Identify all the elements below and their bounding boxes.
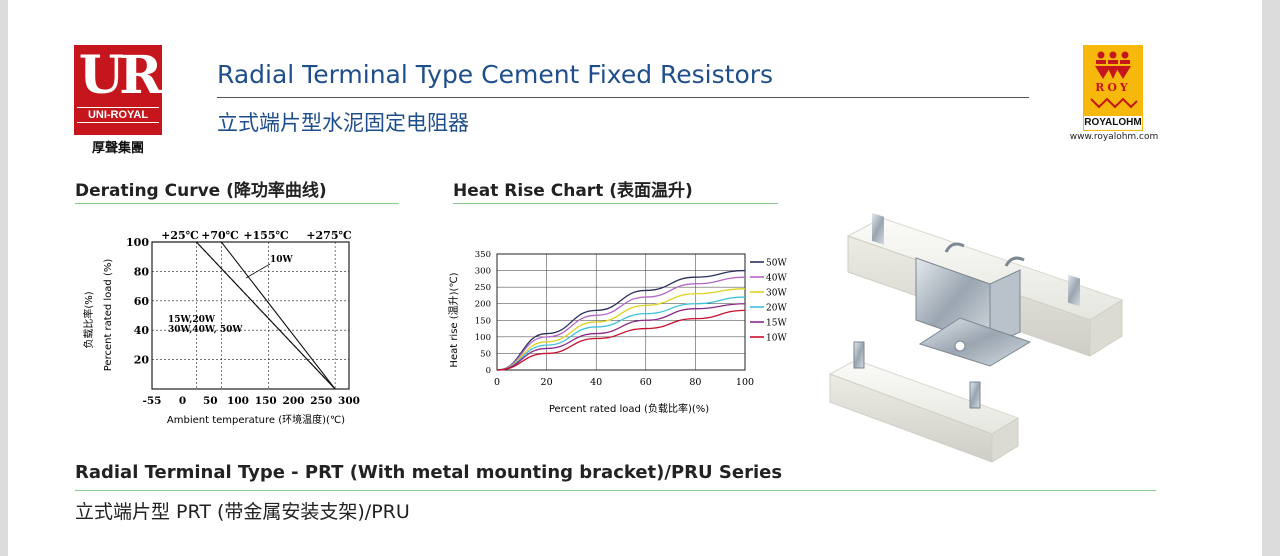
derating-y-tick-label: 100	[126, 236, 149, 249]
prt-section-heading-zh-text: 立式端片型 PRT (带金属安装支架)/PRU	[75, 501, 410, 523]
derating-heading-rule	[75, 203, 399, 204]
heat-rise-series-line	[496, 303, 746, 371]
derating-top-label-70: +70℃	[201, 229, 239, 242]
heat-rise-y-tick-label: 250	[475, 283, 491, 293]
heat-rise-legend: 50W 40W 30W 20W 15W 10W	[750, 259, 787, 344]
derating-top-label-155: +155℃	[243, 229, 288, 242]
derating-x-tick-label: 100	[227, 395, 249, 407]
heat-rise-heading: Heat Rise Chart (表面温升)	[453, 181, 693, 201]
derating-label-15w-20w: 15W,20W	[168, 315, 216, 325]
heat-rise-y-tick-label: 300	[475, 267, 491, 277]
derating-top-label-275: +275℃	[306, 229, 351, 242]
crown-icon	[1090, 51, 1138, 109]
derating-label-leader	[245, 263, 271, 279]
heat-rise-x-label: Percent rated load (负载比率)(%)	[549, 402, 709, 415]
royalohm-logo-mark: ROY	[1095, 81, 1131, 94]
heat-rise-y-tick-label: 100	[475, 333, 491, 343]
uni-royal-logo-letters: UR	[78, 45, 163, 106]
derating-label-30w-50w: 30W,40W, 50W	[168, 325, 243, 335]
uni-royal-logo: UR UNI-ROYAL 厚聲集團	[74, 45, 163, 156]
heat-rise-ticks: 0 50 100 150 200 250 300 350 0 20 40 60 80 100	[475, 250, 754, 388]
prt-section-heading-zh: 立式端片型 PRT (带金属安装支架)/PRU	[75, 497, 410, 524]
heat-rise-y-tick-label: 0	[486, 366, 491, 376]
heat-rise-legend-label: 15W	[766, 319, 787, 329]
derating-y-tick-label: 20	[134, 354, 150, 367]
heat-rise-lines	[496, 269, 746, 371]
heat-rise-plot-frame	[496, 253, 746, 371]
derating-x-tick-label: -55	[143, 395, 162, 407]
heat-rise-series-line	[496, 296, 746, 371]
heat-rise-y-tick-label: 50	[480, 349, 491, 359]
derating-curve-heading: Derating Curve (降功率曲线)	[75, 181, 327, 201]
heat-rise-series-line	[496, 309, 746, 371]
derating-y-tick-label: 80	[134, 265, 150, 278]
heat-rise-y-tick-label: 350	[475, 250, 491, 260]
derating-y-tick-label: 40	[134, 324, 150, 337]
derating-label-10w: 10W	[270, 255, 294, 265]
heat-rise-x-tick-label: 60	[640, 377, 652, 388]
heat-rise-y-label: Heat rise (温升)(℃)	[448, 272, 460, 367]
derating-x-tick-label: 50	[203, 395, 218, 407]
heat-rise-series-line	[496, 288, 746, 371]
heat-rise-legend-label: 30W	[766, 289, 787, 299]
derating-x-tick-label: 0	[179, 395, 186, 407]
page-title-english: Radial Terminal Type Cement Fixed Resist…	[217, 60, 774, 89]
heat-rise-x-tick-label: 40	[590, 377, 602, 388]
title-divider	[217, 97, 1029, 98]
heat-rise-legend-label: 50W	[766, 259, 787, 269]
derating-y-label-en: Percent rated load (%)	[103, 259, 114, 372]
royalohm-website[interactable]: www.royalohm.com	[1069, 132, 1159, 142]
derating-grid	[152, 242, 349, 389]
heat-rise-series-line	[496, 276, 746, 371]
derating-x-label: Ambient temperature (环境温度)(℃)	[167, 413, 345, 426]
heat-rise-chart: 0 50 100 150 200 250 300 350 0 20 40 60 80 100 50W 40W…	[448, 250, 787, 415]
derating-x-tick-label: 150	[255, 395, 277, 407]
prt-section-rule	[75, 490, 1156, 491]
uni-royal-logo-background	[74, 45, 162, 135]
pru-resistor	[828, 341, 1020, 463]
page-frame-right	[1262, 0, 1280, 556]
heat-rise-legend-label: 40W	[766, 274, 787, 284]
page-frame-left	[0, 0, 8, 556]
heat-rise-y-tick-label: 200	[475, 300, 491, 310]
resistor-product-photo	[828, 212, 1124, 463]
uni-royal-logo-brand: UNI-ROYAL	[77, 107, 159, 123]
page-title-chinese: 立式端片型水泥固定电阻器	[217, 111, 469, 135]
derating-y-label-zh: 负载比率(%)	[82, 291, 95, 348]
uni-royal-logo-chinese: 厚聲集團	[91, 141, 144, 156]
derating-line	[152, 241, 336, 390]
prt-section-heading-en: Radial Terminal Type - PRT (With metal m…	[75, 462, 783, 483]
prt-resistor	[846, 212, 1124, 367]
royalohm-logo-brand: ROYALOHM	[1083, 115, 1143, 131]
heat-rise-legend-label: 20W	[766, 304, 787, 314]
royalohm-logo: ROY ROYALOHM	[1083, 45, 1143, 131]
derating-ticks: 20 40 60 80 100 -55 0 50 100 150 200 250 300	[126, 236, 360, 407]
derating-top-label-25: +25℃	[161, 229, 199, 242]
heat-rise-x-tick-label: 0	[494, 377, 500, 388]
heat-rise-x-tick-label: 20	[541, 377, 553, 388]
heat-rise-heading-rule	[453, 203, 778, 204]
derating-chart: 20 40 60 80 100 -55 0 50 100 150 200 250 300 +25℃ +7…	[82, 229, 360, 426]
heat-rise-x-tick-label: 80	[689, 377, 701, 388]
derating-x-tick-label: 250	[310, 395, 332, 407]
heat-rise-y-tick-label: 150	[475, 316, 491, 326]
derating-x-tick-label: 300	[338, 395, 360, 407]
derating-x-tick-label: 200	[283, 395, 305, 407]
heat-rise-x-tick-label: 100	[736, 377, 754, 388]
derating-y-tick-label: 60	[134, 295, 150, 308]
heat-rise-series-line	[496, 269, 746, 371]
derating-lines	[152, 241, 336, 390]
heat-rise-legend-label: 10W	[766, 334, 787, 344]
